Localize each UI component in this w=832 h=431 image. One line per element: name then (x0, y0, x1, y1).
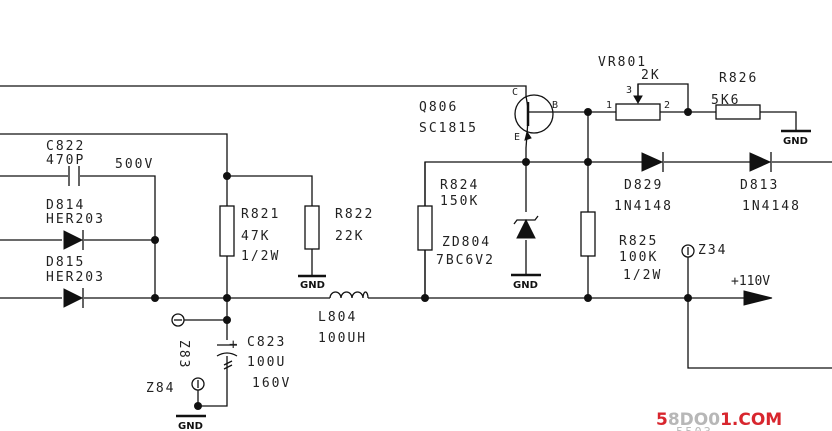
vr801-pin1: 1 (606, 100, 612, 111)
z34-ref: Z34 (698, 243, 727, 258)
r821-power: 1/2W (241, 249, 280, 264)
resistor-r821: R821 47K 1/2W (219, 205, 280, 264)
svg-text:+: + (229, 337, 239, 353)
d815-part: HER203 (46, 270, 105, 285)
q806-pin-b: B (552, 100, 558, 111)
testpoint-z83: Z83 (171, 313, 191, 369)
potentiometer-vr801: 1 2 3 VR801 2K (598, 55, 670, 121)
q806-part: SC1815 (419, 121, 478, 136)
svg-text:GND: GND (300, 280, 325, 291)
watermark: 5503 58DO01.COM (656, 410, 782, 431)
r824-value: 150K (440, 194, 479, 209)
d829-part: 1N4148 (614, 199, 673, 214)
d815-ref: D815 (46, 255, 85, 270)
r821-value: 47K (241, 229, 270, 244)
l804-value: 100UH (318, 331, 367, 346)
ground-symbol: GND (176, 414, 206, 431)
testpoint-z84: Z84 (146, 377, 205, 396)
zener-zd804: ZD804 7BC6V2 (436, 215, 539, 268)
ground-symbol: GND (298, 274, 326, 291)
r821-ref: R821 (241, 207, 280, 222)
r825-power: 1/2W (623, 268, 662, 283)
junctions (151, 108, 692, 410)
resistor-r826: R826 5K6 (711, 71, 761, 120)
diode-d829: D829 1N4148 (614, 152, 673, 214)
inductor-l804: L804 100UH (318, 291, 369, 346)
c822-value: 470P (46, 153, 85, 168)
c823-ref: C823 (247, 335, 286, 350)
testpoint-z34: Z34 (681, 243, 727, 258)
l804-ref: L804 (318, 310, 357, 325)
diode-d814: D814 HER203 (46, 198, 105, 250)
d813-part: 1N4148 (742, 199, 801, 214)
d813-ref: D813 (740, 178, 779, 193)
vr801-pin3: 3 (626, 85, 632, 96)
diode-d815: D815 HER203 (46, 255, 105, 308)
r822-ref: R822 (335, 207, 374, 222)
capacitor-c822: C822 470P 500V (46, 139, 154, 186)
q806-ref: Q806 (419, 100, 458, 115)
ground-symbol: GND (781, 129, 811, 147)
zd804-ref: ZD804 (442, 235, 491, 250)
diode-d813: D813 1N4148 (740, 152, 801, 214)
r825-value: 100K (619, 250, 658, 265)
output-arrow: +110V (731, 274, 773, 306)
vr801-pin2: 2 (664, 100, 670, 111)
resistor-r822: R822 22K (304, 205, 374, 250)
q806-pin-c: C (512, 87, 518, 98)
transistor-q806: C B E Q806 SC1815 (419, 87, 558, 149)
c822-ref: C822 (46, 139, 85, 154)
svg-text:GND: GND (513, 280, 538, 291)
resistor-r824: R824 150K (417, 178, 479, 251)
d829-ref: D829 (624, 178, 663, 193)
resistor-r825: R825 100K 1/2W (580, 211, 662, 283)
svg-text:GND: GND (178, 421, 203, 431)
r822-value: 22K (335, 229, 364, 244)
z83-ref: Z83 (176, 340, 191, 369)
output-voltage-label: +110V (731, 274, 770, 289)
r824-ref: R824 (440, 178, 479, 193)
svg-text:58DO01.COM: 58DO01.COM (656, 410, 782, 430)
r825-ref: R825 (619, 234, 658, 249)
svg-text:5503: 5503 (676, 425, 713, 431)
c822-rating: 500V (115, 157, 154, 172)
c823-rating: 160V (252, 376, 291, 391)
zd804-part: 7BC6V2 (436, 253, 495, 268)
q806-pin-e: E (514, 132, 520, 143)
capacitor-c823: + C823 100U 160V (216, 335, 291, 391)
d814-ref: D814 (46, 198, 85, 213)
ground-symbol: GND (511, 273, 541, 291)
vr801-value: 2K (641, 68, 661, 83)
r826-ref: R826 (719, 71, 758, 86)
r826-value: 5K6 (711, 93, 740, 108)
c823-value: 100U (247, 355, 286, 370)
svg-text:GND: GND (783, 136, 808, 147)
vr801-ref: VR801 (598, 55, 647, 70)
z84-ref: Z84 (146, 381, 175, 396)
d814-part: HER203 (46, 212, 105, 227)
